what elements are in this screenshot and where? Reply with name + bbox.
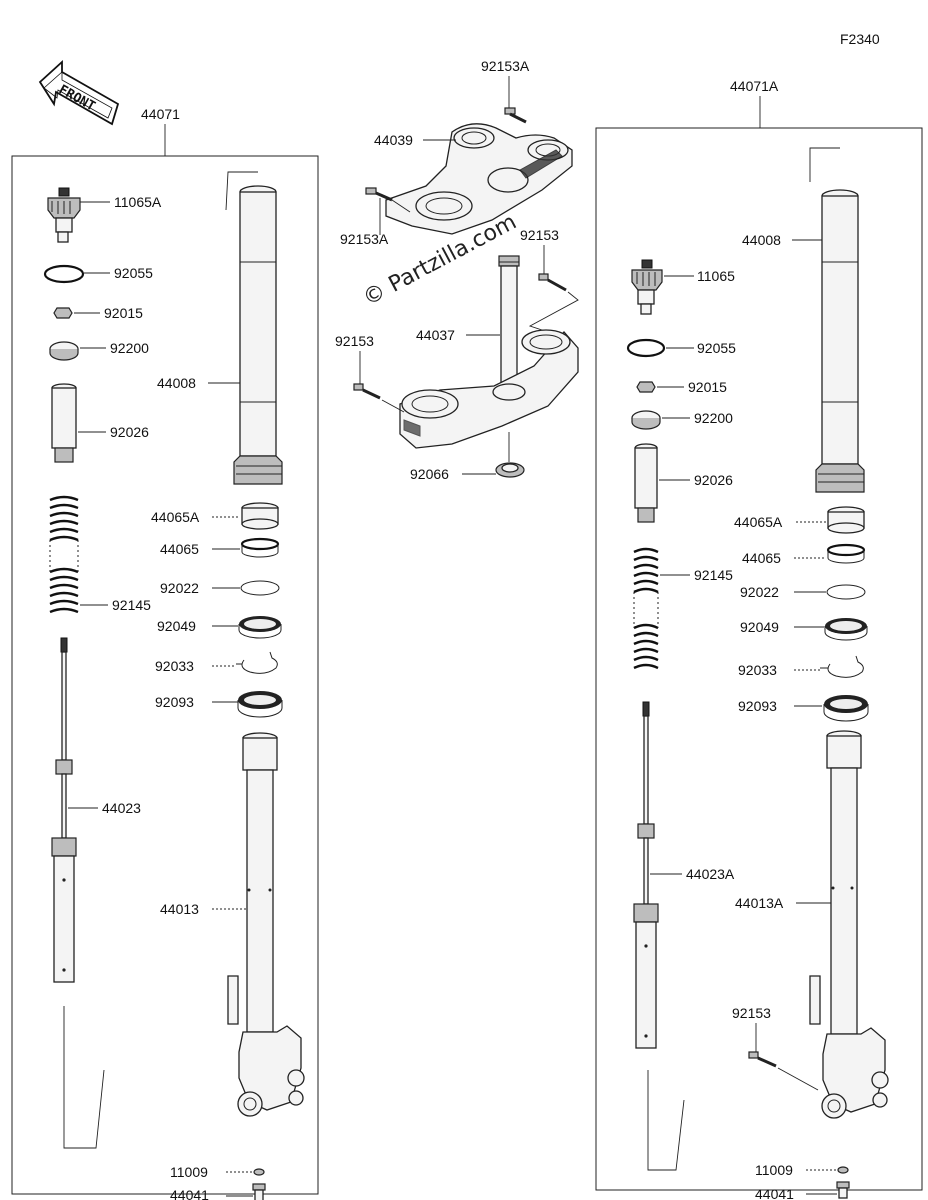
bolt-icon: [538, 273, 567, 292]
center-assembly: 92153A 44039 92153A 92153: [335, 58, 579, 482]
spacer-collar-icon: [634, 443, 658, 523]
oil-seal-icon: [238, 616, 282, 639]
upper-triple-clamp-icon: [385, 123, 573, 235]
fork-spring-icon: [49, 495, 79, 614]
bolt-icon: [365, 187, 393, 202]
part-label-92145-left: 92145: [112, 597, 151, 613]
fork-outer-tube-icon: [227, 732, 305, 1117]
part-label-92153A-bottom: 92153A: [340, 231, 389, 247]
part-label-92055-left: 92055: [114, 265, 153, 281]
o-ring-icon: [626, 338, 666, 358]
part-label-92066: 92066: [410, 466, 449, 482]
oil-seal-icon: [824, 618, 868, 641]
part-label-44008-left: 44008: [157, 375, 196, 391]
drain-bolt-icon: [836, 1181, 850, 1199]
washer-icon: [631, 410, 661, 430]
part-label-44037: 44037: [416, 327, 455, 343]
part-label-44013A-right: 44013A: [735, 895, 784, 911]
part-label-92049-left: 92049: [157, 618, 196, 634]
assembly-label-left: 44071: [141, 106, 180, 122]
spacer-collar-icon: [51, 383, 77, 463]
part-label-92200-left: 92200: [110, 340, 149, 356]
part-label-92153-left: 92153: [335, 333, 374, 349]
part-label-44065-right: 44065: [742, 550, 781, 566]
part-label-92093-right: 92093: [738, 698, 777, 714]
part-label-44065A-left: 44065A: [151, 509, 200, 525]
fork-inner-tube-icon: [225, 171, 283, 485]
part-label-44065A-right: 44065A: [734, 514, 783, 530]
part-label-92022-left: 92022: [160, 580, 199, 596]
part-label-92026-right: 92026: [694, 472, 733, 488]
part-label-92093-left: 92093: [155, 694, 194, 710]
bushing-icon: [240, 537, 280, 558]
part-label-92153-top: 92153: [520, 227, 559, 243]
part-label-92055-right: 92055: [697, 340, 736, 356]
drain-bolt-icon: [252, 1183, 266, 1200]
stem-seal-icon: [495, 462, 525, 478]
nut-icon: [636, 381, 656, 393]
part-label-44039: 44039: [374, 132, 413, 148]
part-label-44023A-right: 44023A: [686, 866, 735, 882]
washer-icon: [49, 341, 79, 361]
gasket-icon: [837, 1166, 849, 1174]
assembly-box-right: [595, 127, 923, 1191]
front-arrow-icon: FRONT: [38, 59, 120, 126]
bolt-icon: [748, 1051, 777, 1068]
part-label-92033-right: 92033: [738, 662, 777, 678]
damper-cartridge-icon: [51, 637, 77, 983]
part-label-44065-left: 44065: [160, 541, 199, 557]
circlip-icon: [236, 651, 278, 674]
part-label-92153A-top: 92153A: [481, 58, 530, 74]
nut-icon: [53, 307, 73, 319]
bushing-icon: [241, 502, 279, 530]
fork-inner-tube-icon: [809, 147, 865, 493]
damper-cartridge-icon: [633, 701, 659, 1049]
part-label-92049-right: 92049: [740, 619, 779, 635]
part-label-44008-right: 44008: [742, 232, 781, 248]
part-label-92145-right: 92145: [694, 567, 733, 583]
part-label-92026-left: 92026: [110, 424, 149, 440]
part-label-92153-right: 92153: [732, 1005, 771, 1021]
fork-cap-bolt-icon: [47, 187, 81, 243]
part-label-92022-right: 92022: [740, 584, 779, 600]
part-label-44013-left: 44013: [160, 901, 199, 917]
part-label-11065A: 11065A: [114, 194, 162, 210]
bushing-icon: [827, 506, 865, 534]
part-label-44041-right: 44041: [755, 1186, 794, 1200]
dust-seal-icon: [823, 695, 869, 722]
dust-seal-icon: [237, 691, 283, 718]
fork-cap-bolt-icon: [631, 259, 663, 315]
fork-outer-tube-icon: [809, 730, 889, 1119]
part-label-92033-left: 92033: [155, 658, 194, 674]
left-assembly: 44071 11065A 92055 92015 92200: [11, 106, 319, 1200]
fork-spring-icon: [633, 547, 659, 670]
part-label-92015-left: 92015: [104, 305, 143, 321]
gasket-icon: [253, 1168, 265, 1176]
part-label-92200-right: 92200: [694, 410, 733, 426]
washer-icon: [826, 584, 866, 600]
washer-icon: [240, 580, 280, 596]
assembly-box-left: [11, 155, 319, 1195]
bushing-icon: [826, 543, 866, 564]
part-label-44041-left: 44041: [170, 1187, 209, 1200]
figure-code: F2340: [840, 31, 880, 47]
part-label-11009-left: 11009: [170, 1164, 208, 1180]
assembly-label-right: 44071A: [730, 78, 779, 94]
part-label-44023-left: 44023: [102, 800, 141, 816]
bolt-icon: [504, 107, 527, 124]
o-ring-icon: [43, 264, 85, 284]
part-label-11065-right: 11065: [697, 268, 735, 284]
part-label-11009-right: 11009: [755, 1162, 793, 1178]
part-label-92015-right: 92015: [688, 379, 727, 395]
bolt-icon: [353, 383, 381, 400]
right-assembly: 44071A 44008 11065 920: [595, 78, 923, 1200]
circlip-icon: [820, 655, 864, 678]
lower-triple-clamp-icon: [399, 255, 579, 449]
